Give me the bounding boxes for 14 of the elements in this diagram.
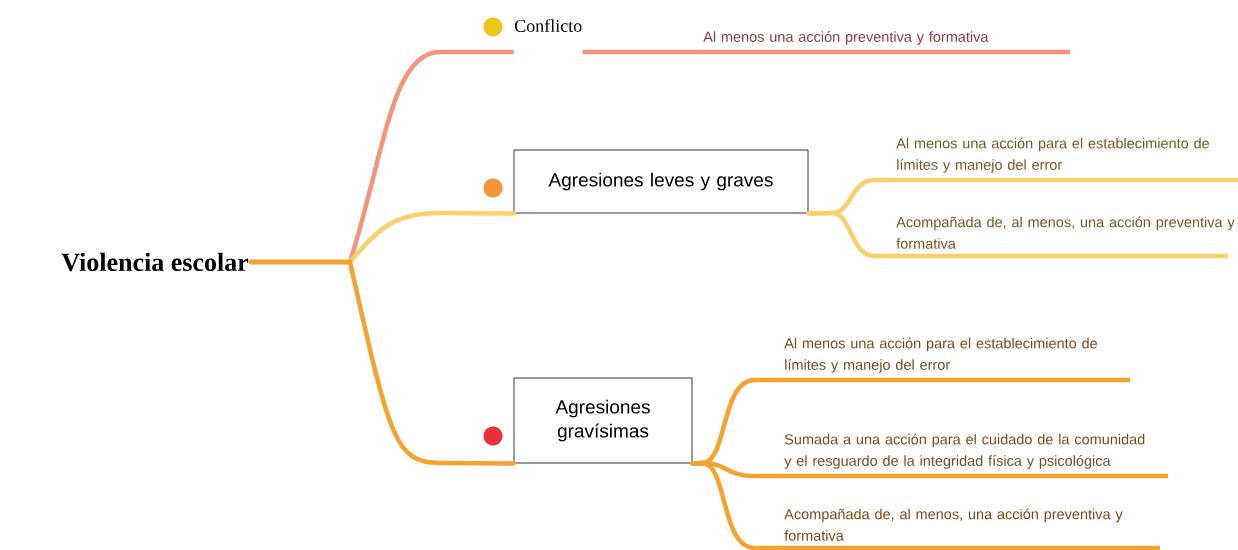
topic-label: Conflicto	[514, 19, 582, 32]
branch-line	[248, 259, 516, 466]
topic-box: Agresiones gravísimas	[513, 377, 693, 464]
branch-label: Al menos una acción preventiva y formativa	[700, 31, 1070, 55]
branch-label: Al menos una acción para el establecimiento de límites y manejo del error	[893, 137, 1238, 183]
root-label: Violencia escolar	[61, 252, 249, 272]
branch-line	[690, 460, 784, 550]
branch-label: Sumada a una acción para el cuidado de la comunidad y el resguardo de la integridad física y psicológica	[781, 433, 1168, 479]
branch-label: Acompañada de, al menos, una acción preventiva y formativa	[781, 508, 1160, 550]
branch-line	[806, 210, 896, 259]
branch-label: Al menos una acción para el establecimiento de límites y manejo del error	[781, 337, 1130, 383]
branch-label: Acompañada de, al menos, una acción preventiva y formativa	[893, 216, 1235, 259]
branch-line	[582, 49, 703, 55]
topic-box: Agresiones leves y graves	[513, 149, 809, 214]
